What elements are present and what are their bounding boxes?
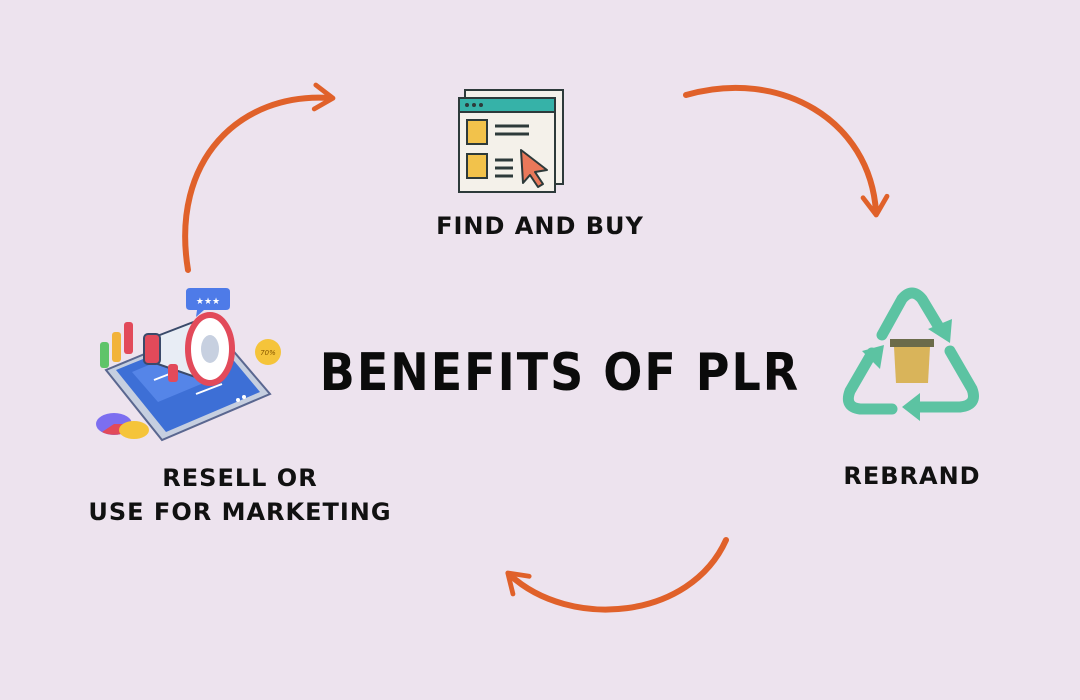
arrow-bottom	[505, 537, 729, 613]
step-label-rebrand: REBRAND	[843, 462, 981, 490]
svg-text:70%: 70%	[260, 349, 276, 357]
browser-window-cursor-icon	[458, 89, 564, 193]
arrow-top-left	[182, 82, 336, 273]
phone-megaphone-marketing-icon: ★★★ 70%	[96, 288, 281, 442]
step-label-resell-line1: RESELL OR	[162, 464, 318, 492]
diagram-title: BENEFITS OF PLR	[319, 341, 801, 403]
step-label-resell-line2: USE FOR MARKETING	[88, 498, 392, 526]
svg-text:★★★: ★★★	[196, 297, 220, 307]
arrow-top-right	[683, 84, 890, 218]
recycle-box-icon	[842, 287, 979, 421]
step-label-find-and-buy: FIND AND BUY	[436, 212, 644, 240]
